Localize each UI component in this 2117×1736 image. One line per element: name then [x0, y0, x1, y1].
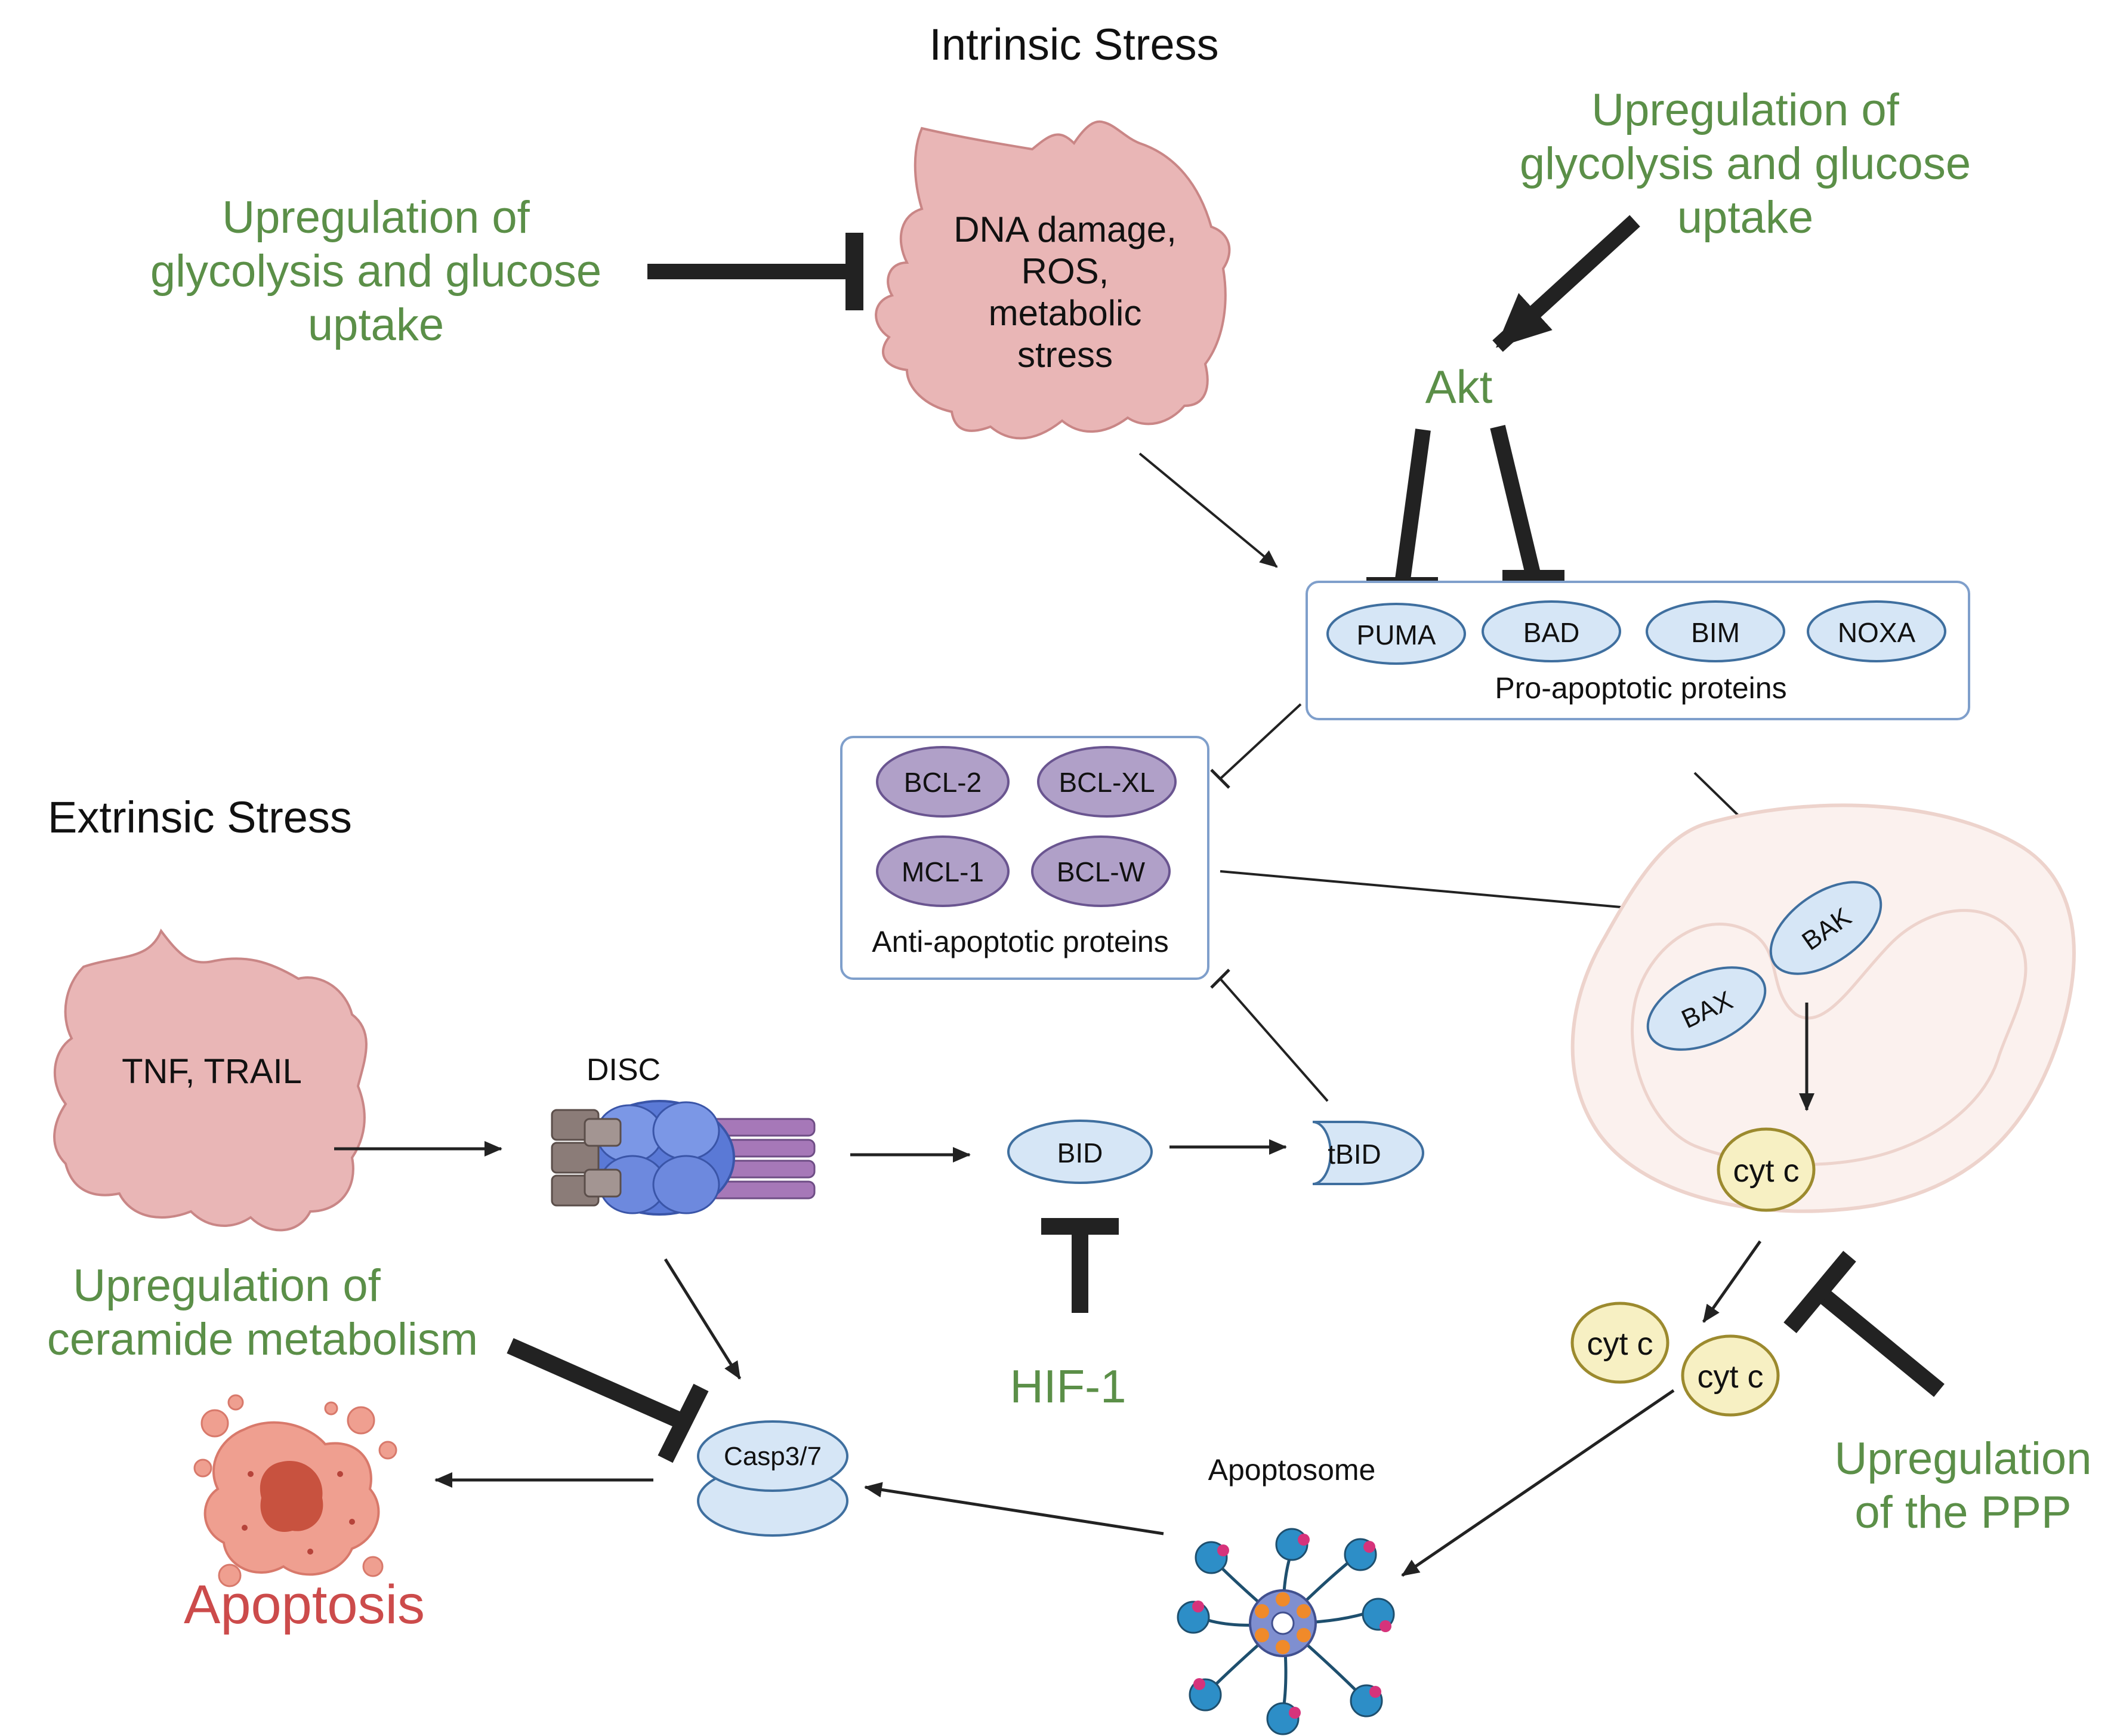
anti-apoptotic-protein: BCL-W [1031, 835, 1171, 907]
inhibition-ceramide-to-casp [507, 1338, 709, 1463]
apoptosome-wheel-icon [1177, 1528, 1395, 1735]
akt-label: Akt [1425, 360, 1493, 413]
cyt-c-mito-label: cyt c [1733, 1153, 1799, 1189]
apoptosome-label: Apoptosome [1208, 1453, 1376, 1487]
extrinsic-stress-heading: Extrinsic Stress [48, 793, 352, 842]
protein-noxa-label: NOXA [1838, 617, 1916, 648]
arrow-apoptosome-to-casp [864, 1482, 1164, 1535]
inhibition-pro-to-anti [1210, 703, 1302, 789]
protein-mcl-1-label: MCL-1 [902, 856, 984, 887]
inhibition-akt-to-bad [1490, 424, 1564, 585]
upregulation-glycolysis-right: Upregulation of glycolysis and glucose u… [1520, 85, 1971, 243]
arrow-glycolysis-to-akt [1492, 215, 1640, 352]
anti-apoptotic-protein: MCL-1 [876, 835, 1010, 907]
protein-tbid: tBID [1312, 1121, 1424, 1185]
upregulation-right-line-1: Upregulation of [1591, 85, 1899, 135]
anti-apoptotic-box: BCL-2 BCL-XL MCL-1 BCL-W Anti-apoptotic … [840, 736, 1209, 980]
casp3-7-complex: Casp3/7 [697, 1420, 848, 1537]
upregulation-left-line-3: uptake [308, 300, 444, 350]
apoptosis-label: Apoptosis [184, 1574, 425, 1635]
tnf-trail-label: TNF, TRAIL [122, 1052, 302, 1091]
protein-bim-label: BIM [1691, 617, 1740, 648]
anti-apoptotic-protein: BCL-XL [1037, 746, 1177, 818]
protein-bak: BAK [1769, 881, 1883, 975]
upregulation-glycolysis-left: Upregulation of glycolysis and glucose u… [150, 192, 601, 350]
ceramide-line-1: Upregulation of [73, 1260, 381, 1311]
cyt-c-mito: cyt c [1717, 1127, 1816, 1212]
intrinsic-stress-line-3: metabolic [989, 293, 1142, 333]
inhibition-ppp-to-cyt-c [1783, 1251, 1945, 1397]
cyt-c-released-label-2: cyt c [1697, 1359, 1763, 1395]
protein-bax: BAX [1646, 966, 1767, 1051]
cyt-c-released: cyt c [1681, 1334, 1780, 1417]
pro-apoptotic-protein: BAD [1482, 600, 1621, 662]
ppp-line-2: of the PPP [1854, 1487, 2071, 1538]
intrinsic-stress-heading: Intrinsic Stress [929, 20, 1218, 69]
ceramide-line-2: ceramide metabolism [47, 1314, 478, 1365]
pro-apoptotic-box: PUMA BAD BIM NOXA Pro-apoptotic proteins [1306, 581, 1970, 720]
mitochondrion-icon [1570, 803, 2076, 1213]
inhibition-tbid-to-anti [1210, 969, 1329, 1102]
inhibition-akt-to-puma [1366, 428, 1438, 593]
upregulation-ceramide: Upregulation of ceramide metabolism [47, 1260, 478, 1365]
ppp-line-1: Upregulation [1835, 1433, 2092, 1484]
protein-bcl-w-label: BCL-W [1057, 856, 1146, 887]
inhibition-glycolysis-to-stress [647, 233, 863, 310]
protein-puma-label: PUMA [1357, 619, 1436, 650]
pro-apoptotic-protein: PUMA [1326, 603, 1466, 665]
anti-apoptotic-protein: BCL-2 [876, 746, 1010, 818]
intrinsic-stress-label: DNA damage, ROS, metabolic stress [953, 209, 1177, 375]
arrow-cyt-c-release [1702, 1240, 1762, 1323]
bid-label: BID [1057, 1137, 1103, 1168]
pro-apoptotic-label: Pro-apoptotic proteins [1495, 671, 1786, 705]
pro-apoptotic-protein: NOXA [1807, 600, 1946, 662]
intrinsic-stress-line-2: ROS, [1022, 251, 1109, 291]
disc-complex-icon [551, 1100, 816, 1216]
upregulation-left-line-1: Upregulation of [222, 192, 530, 243]
pro-apoptotic-protein: BIM [1646, 600, 1785, 662]
disc-label: DISC [587, 1053, 661, 1087]
protein-bcl-2-label: BCL-2 [904, 767, 982, 798]
intrinsic-stress-line-4: stress [1017, 335, 1113, 375]
upregulation-right-line-3: uptake [1677, 192, 1813, 243]
intrinsic-stress-line-1: DNA damage, [953, 209, 1177, 249]
protein-bcl-xl-label: BCL-XL [1058, 767, 1155, 798]
arrow-stress-to-pro-apoptotic [1138, 452, 1278, 568]
casp-label: Casp3/7 [724, 1442, 822, 1471]
upregulation-right-line-2: glycolysis and glucose [1520, 138, 1971, 189]
arrow-disc-to-casp [664, 1258, 742, 1380]
cyt-c-released-label-1: cyt c [1587, 1326, 1653, 1362]
upregulation-ppp: Upregulation of the PPP [1835, 1433, 2092, 1538]
apoptotic-cell-icon [193, 1394, 397, 1587]
protein-bad-label: BAD [1523, 617, 1580, 648]
dna-damage-blob-icon [875, 120, 1231, 440]
arrow-cyt-c-to-apoptosome [1401, 1389, 1675, 1577]
protein-bid: BID [1007, 1120, 1153, 1184]
anti-apoptotic-label: Anti-apoptotic proteins [872, 925, 1169, 958]
upregulation-left-line-2: glycolysis and glucose [150, 246, 601, 297]
hif1-label: HIF-1 [1010, 1360, 1127, 1413]
tbid-label: tBID [1328, 1139, 1381, 1170]
cyt-c-released: cyt c [1570, 1302, 1669, 1384]
inhibition-hif1-to-bid [1041, 1218, 1119, 1313]
tnf-trail-blob-icon [53, 928, 368, 1232]
